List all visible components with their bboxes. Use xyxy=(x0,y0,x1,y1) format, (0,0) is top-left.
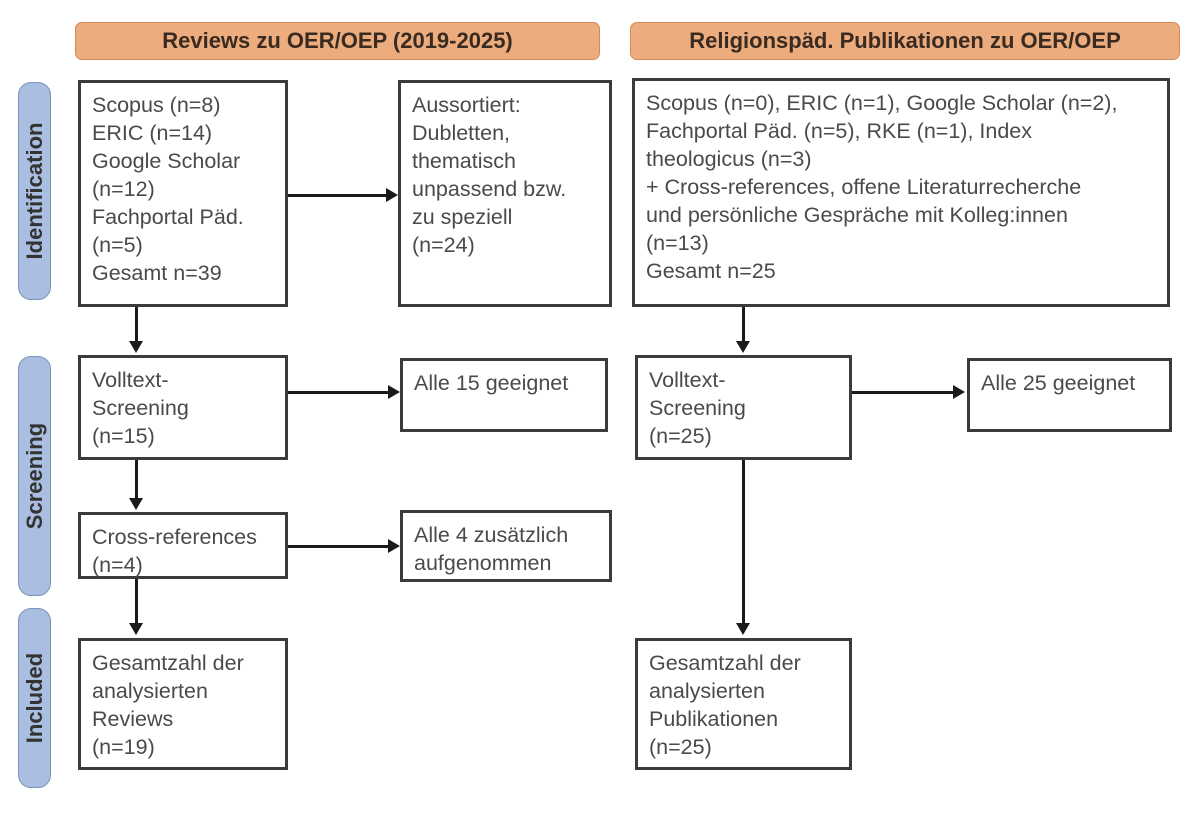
arrowhead-right-sources-to-fulltext xyxy=(736,341,750,353)
arrowhead-left-crossref-to-result xyxy=(388,539,400,553)
box-line: (n=4) xyxy=(92,552,143,577)
box-line: (n=19) xyxy=(92,734,155,759)
box-line: Gesamtzahl der xyxy=(92,651,244,675)
box-left-fulltext-result: Alle 15 geeignet xyxy=(400,358,608,432)
stage-tab-screening-label: Screening xyxy=(21,422,47,530)
box-line: Gesamt n=39 xyxy=(92,260,222,285)
connector-right-fulltext-to-result xyxy=(852,391,955,394)
box-line: Reviews xyxy=(92,706,174,731)
box-line: Screening xyxy=(92,395,189,420)
arrowhead-left-sources-to-excluded xyxy=(386,188,398,202)
box-line: Scopus (n=0), ERIC (n=1), Google Scholar… xyxy=(646,91,1118,115)
box-line: (n=25) xyxy=(649,423,712,448)
box-line: theologicus (n=3) xyxy=(646,146,812,171)
arrowhead-left-fulltext-to-crossref xyxy=(129,498,143,510)
box-line: Alle 25 geeignet xyxy=(981,371,1136,395)
column-header-reviews-label: Reviews zu OER/OEP (2019-2025) xyxy=(162,28,513,53)
box-line: (n=12) xyxy=(92,176,155,201)
box-line: Dubletten, xyxy=(412,120,511,145)
box-line: Scopus (n=8) xyxy=(92,93,221,117)
box-line: ERIC (n=14) xyxy=(92,120,213,145)
box-left-crossreferences: Cross-references (n=4) xyxy=(78,512,288,579)
box-line: Alle 4 zusätzlich xyxy=(414,523,569,547)
arrowhead-left-crossref-to-included xyxy=(129,623,143,635)
box-line: Publikationen xyxy=(649,706,779,731)
box-right-fulltext-result: Alle 25 geeignet xyxy=(967,358,1172,432)
box-line: thematisch xyxy=(412,148,516,173)
connector-left-fulltext-to-result xyxy=(288,391,390,394)
box-left-fulltext-screening: Volltext- Screening (n=15) xyxy=(78,355,288,460)
box-line: und persönliche Gespräche mit Kolleg:inn… xyxy=(646,202,1068,227)
column-header-reviews: Reviews zu OER/OEP (2019-2025) xyxy=(75,22,600,60)
connector-left-sources-to-excluded xyxy=(288,194,388,197)
box-line: + Cross-references, offene Literaturrech… xyxy=(646,174,1082,199)
box-line: zu speziell xyxy=(412,204,513,229)
box-line: (n=5) xyxy=(92,232,143,257)
arrowhead-right-fulltext-to-result xyxy=(953,385,965,399)
box-line: unpassend bzw. xyxy=(412,176,567,201)
box-line: analysierten xyxy=(649,678,765,703)
box-left-excluded: Aussortiert: Dubletten, thematisch unpas… xyxy=(398,80,612,307)
box-left-crossreferences-result: Alle 4 zusätzlich aufgenommen xyxy=(400,510,612,582)
stage-tab-identification-label: Identification xyxy=(21,122,47,260)
box-right-included-total: Gesamtzahl der analysierten Publikatione… xyxy=(635,638,852,770)
box-line: Google Scholar xyxy=(92,148,241,173)
column-header-religion-label: Religionspäd. Publikationen zu OER/OEP xyxy=(689,28,1121,53)
connector-left-fulltext-to-crossref xyxy=(135,460,138,500)
box-line: (n=25) xyxy=(649,734,712,759)
stage-tab-identification[interactable]: Identification xyxy=(18,82,51,300)
box-line: Fachportal Päd. xyxy=(92,204,244,229)
box-line: Alle 15 geeignet xyxy=(414,371,569,395)
box-line: (n=13) xyxy=(646,230,709,255)
box-line: Gesamtzahl der xyxy=(649,651,801,675)
connector-right-fulltext-to-included xyxy=(742,460,745,625)
box-line: Screening xyxy=(649,395,746,420)
box-line: aufgenommen xyxy=(414,550,552,575)
box-right-fulltext-screening: Volltext- Screening (n=25) xyxy=(635,355,852,460)
box-left-included-total: Gesamtzahl der analysierten Reviews (n=1… xyxy=(78,638,288,770)
box-line: Cross-references xyxy=(92,525,257,549)
box-right-sources: Scopus (n=0), ERIC (n=1), Google Scholar… xyxy=(632,78,1170,307)
box-line: Volltext- xyxy=(92,368,169,392)
connector-right-sources-to-fulltext xyxy=(742,307,745,343)
stage-tab-screening[interactable]: Screening xyxy=(18,356,51,596)
box-left-sources: Scopus (n=8) ERIC (n=14) Google Scholar … xyxy=(78,80,288,307)
box-line: analysierten xyxy=(92,678,208,703)
box-line: Fachportal Päd. (n=5), RKE (n=1), Index xyxy=(646,118,1033,143)
box-line: (n=24) xyxy=(412,232,475,257)
arrowhead-right-fulltext-to-included xyxy=(736,623,750,635)
box-line: Aussortiert: xyxy=(412,93,521,117)
connector-left-sources-to-fulltext xyxy=(135,307,138,343)
connector-left-crossref-to-result xyxy=(288,545,390,548)
connector-left-crossref-to-included xyxy=(135,579,138,625)
box-line: (n=15) xyxy=(92,423,155,448)
column-header-religion: Religionspäd. Publikationen zu OER/OEP xyxy=(630,22,1180,60)
box-line: Gesamt n=25 xyxy=(646,258,776,283)
arrowhead-left-sources-to-fulltext xyxy=(129,341,143,353)
box-line: Volltext- xyxy=(649,368,726,392)
stage-tab-included[interactable]: Included xyxy=(18,608,51,788)
stage-tab-included-label: Included xyxy=(21,652,47,744)
arrowhead-left-fulltext-to-result xyxy=(388,385,400,399)
